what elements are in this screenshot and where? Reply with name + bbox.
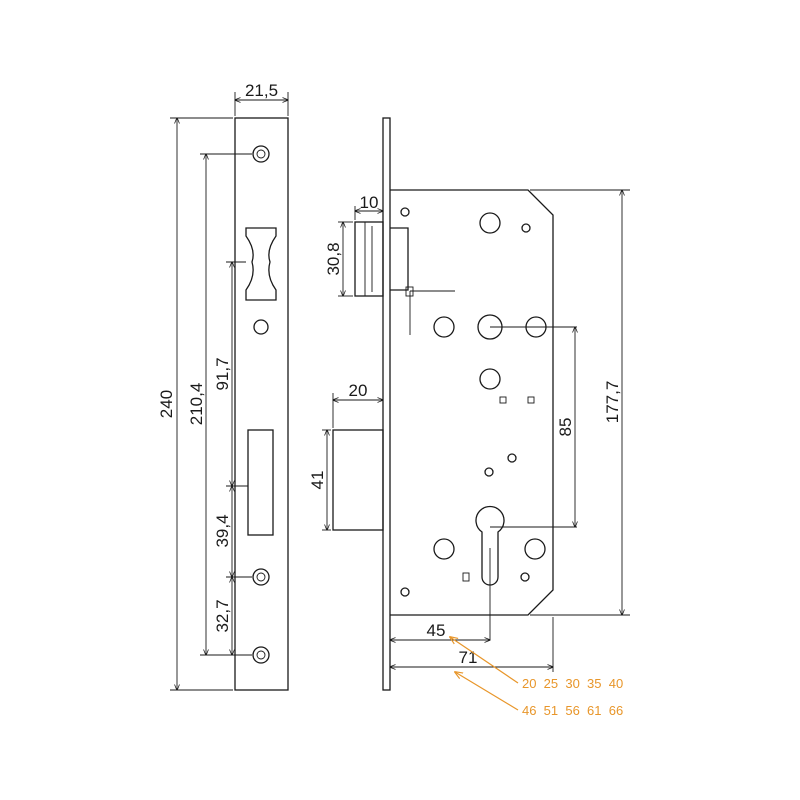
label-case-height: 177,7 [603,381,622,424]
depth-callout-arrow [455,672,519,711]
middle-screw-hole [253,319,269,335]
dim-lower-span: 39,4 [213,486,252,577]
option-callouts: 20 25 30 35 40 46 51 56 61 66 [450,637,623,718]
dim-case-height: 177,7 [530,190,630,615]
depth-options-text: 46 51 56 61 66 [522,703,623,718]
dim-faceplate-height: 240 [157,118,233,690]
label-bolt-width: 20 [349,381,368,400]
label-upper-span: 91,7 [213,357,232,390]
cylinder-profile [475,505,505,586]
dim-backset: 45 [390,621,490,640]
forend-edge [382,117,391,691]
latch-cutout [245,227,277,301]
label-faceplate-height: 240 [157,390,176,418]
label-lower-span: 39,4 [213,514,232,547]
faceplate-view: 21,5 240 210,4 91,7 39,4 [157,81,289,691]
dim-holes-span: 210,4 [187,154,252,655]
bottom-screw-hole [252,646,270,664]
dim-centre-distance: 85 [556,327,575,527]
dim-faceplate-width: 21,5 [235,81,288,116]
lock-body-view: 10 30,8 20 41 [308,117,630,691]
label-holes-span: 210,4 [187,383,206,426]
top-screw-hole [252,145,270,163]
dim-bolt-width: 20 [333,381,383,428]
dead-bolt [332,429,384,531]
label-bottom-span: 32,7 [213,599,232,632]
backset-callout-arrow [450,637,519,684]
dim-upper-span: 91,7 [213,262,248,486]
dim-latch-height: 30,8 [324,222,353,296]
lower-screw-hole [252,568,270,586]
dim-bolt-height: 41 [308,430,331,530]
dim-latch-width: 10 [355,193,383,220]
backset-options-text: 20 25 30 35 40 [522,676,623,691]
label-backset: 45 [427,621,446,640]
latch-bolt [354,221,455,335]
dim-case-depth: 71 [390,617,553,672]
label-case-depth: 71 [459,648,478,667]
dim-bottom-span: 32,7 [213,577,232,655]
lock-case-outline [390,189,554,616]
bolt-cutout [247,429,274,536]
label-faceplate-width: 21,5 [245,81,278,100]
faceplate-outline [234,117,289,691]
label-bolt-height: 41 [308,471,327,490]
case-holes [400,207,547,597]
label-centre-distance: 85 [556,418,575,437]
label-latch-height: 30,8 [324,242,343,275]
label-latch-width: 10 [360,193,379,212]
